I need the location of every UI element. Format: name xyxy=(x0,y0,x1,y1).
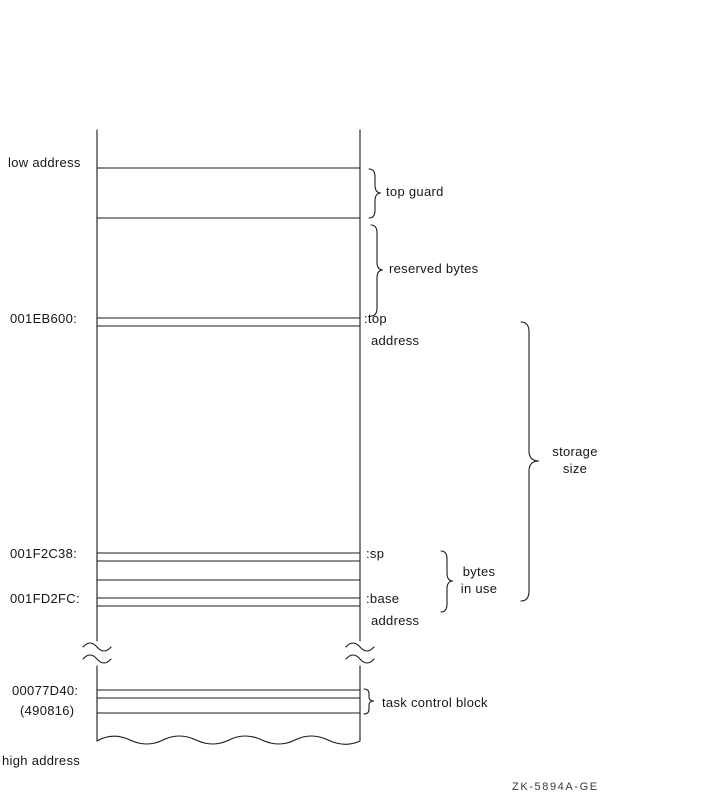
label-reserved-bytes: reserved bytes xyxy=(389,261,479,276)
label-storage-size: storage size xyxy=(543,444,607,478)
label-top-guard: top guard xyxy=(386,184,444,199)
label-base-hex: 001FD2FC: xyxy=(10,591,80,606)
label-task-control-block: task control block xyxy=(382,695,488,710)
break-mark-right-lower xyxy=(345,654,375,664)
brace-top-guard xyxy=(368,168,382,219)
label-bytes-in-use-line2: in use xyxy=(460,580,498,596)
brace-task-control-block xyxy=(363,688,375,715)
label-high-address: high address xyxy=(2,753,81,768)
label-storage-size-line1: storage xyxy=(552,444,598,459)
label-sp-hex: 001F2C38: xyxy=(10,546,78,561)
break-mark-left-upper xyxy=(82,642,112,652)
break-mark-right-upper xyxy=(345,642,375,652)
figure-id: ZK-5894A-GE xyxy=(512,781,599,793)
brace-reserved-bytes xyxy=(370,224,384,317)
break-mark-left-lower xyxy=(82,654,112,664)
label-tcb-hex: 00077D40: xyxy=(12,683,79,698)
brace-storage-size xyxy=(520,321,540,602)
brace-bytes-in-use xyxy=(440,550,454,613)
label-bytes-in-use-line1: bytes xyxy=(462,564,496,579)
label-low-address: low address xyxy=(8,155,81,170)
label-base-marker: :base xyxy=(366,591,400,606)
label-top-marker-address: address xyxy=(371,333,420,348)
label-bytes-in-use: bytes in use xyxy=(452,564,506,598)
label-base-marker-address: address xyxy=(371,613,420,628)
label-top-address-hex: 001EB600: xyxy=(10,311,78,326)
label-tcb-decimal: (490816) xyxy=(20,703,75,718)
label-sp-marker: :sp xyxy=(366,546,385,561)
label-top-marker: :top xyxy=(364,311,387,326)
bottom-wave xyxy=(96,735,361,745)
label-storage-size-line2: size xyxy=(562,460,588,476)
